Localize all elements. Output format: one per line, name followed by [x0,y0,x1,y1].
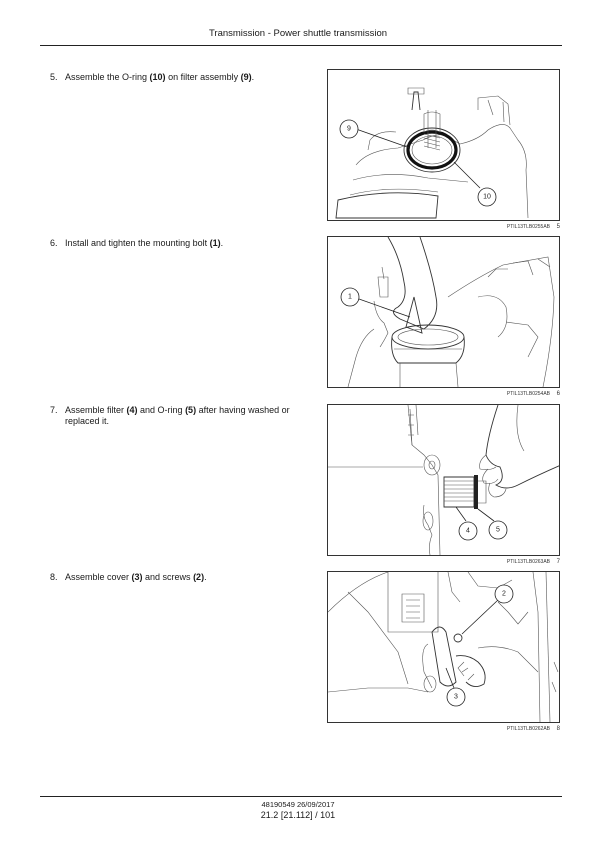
svg-text:9: 9 [347,126,351,133]
step-number: 5. [50,72,58,82]
figure-7-code: PTIL13TLB0263AB [506,559,550,565]
step-number: 8. [50,572,58,582]
figure-8-code: PTIL13TLB0262AB [506,726,550,732]
ref-number: (5) [185,405,197,415]
svg-text:5: 5 [496,527,500,534]
step-number: 7. [50,405,58,415]
text-run: . [251,72,255,82]
ref-number: (10) [149,72,166,82]
callout-10: 10 [453,161,497,207]
text-run: Assemble cover [65,572,132,582]
step-text: Assemble cover (3) and screws (2). [65,572,312,583]
footer-rule [40,796,562,797]
figure-5-code: PTIL13TLB0255AB [506,224,550,230]
figure-7-number: 7 [556,559,560,565]
figure-6-illustration: 1 [327,236,560,388]
ref-number: (9) [240,72,252,82]
step-text: Assemble the O-ring (10) on filter assem… [65,72,312,83]
text-run: after having washed or replaced it. [65,405,290,426]
text-run: and screws [142,572,194,582]
figure-6-number: 6 [556,391,560,397]
figure-7-illustration: 4 5 [327,404,560,556]
figure-6-code: PTIL13TLB0254AB [506,391,550,397]
callout-4: 4 [455,506,478,541]
callout-5: 5 [477,508,508,540]
ref-number: (4) [126,405,138,415]
step-number: 6. [50,238,58,248]
text-run: and O-ring [137,405,186,415]
page-header-title: Transmission - Power shuttle transmissio… [208,28,388,39]
text-run: Install and tighten the mounting bolt [65,238,210,248]
ref-number: (3) [131,572,143,582]
svg-text:3: 3 [454,694,458,701]
text-run: on filter assembly [165,72,241,82]
footer-page-number: 21.2 [21.112] / 101 [260,810,336,820]
figure-8-illustration: 2 3 [327,571,560,723]
text-run: Assemble filter [65,405,127,415]
svg-text:2: 2 [502,591,506,598]
text-run: . [204,572,207,582]
ref-number: (1) [209,238,221,248]
svg-text:1: 1 [348,294,352,301]
svg-text:10: 10 [483,194,491,201]
text-run: Assemble the O-ring [65,72,150,82]
footer-doc-id: 48190549 26/09/2017 [261,800,335,809]
ref-number: (2) [193,572,205,582]
figure-5-illustration: 9 10 [327,69,560,221]
header-rule [40,45,562,46]
figure-5-number: 5 [556,224,560,230]
svg-text:4: 4 [466,528,470,535]
callout-1: 1 [340,287,411,318]
callout-9: 9 [339,119,411,149]
text-run: . [220,238,224,248]
step-text: Install and tighten the mounting bolt (1… [65,238,312,249]
callout-3: 3 [445,667,466,707]
step-text: Assemble filter (4) and O-ring (5) after… [65,405,312,427]
figure-8-number: 8 [556,726,560,732]
callout-2: 2 [461,584,514,635]
